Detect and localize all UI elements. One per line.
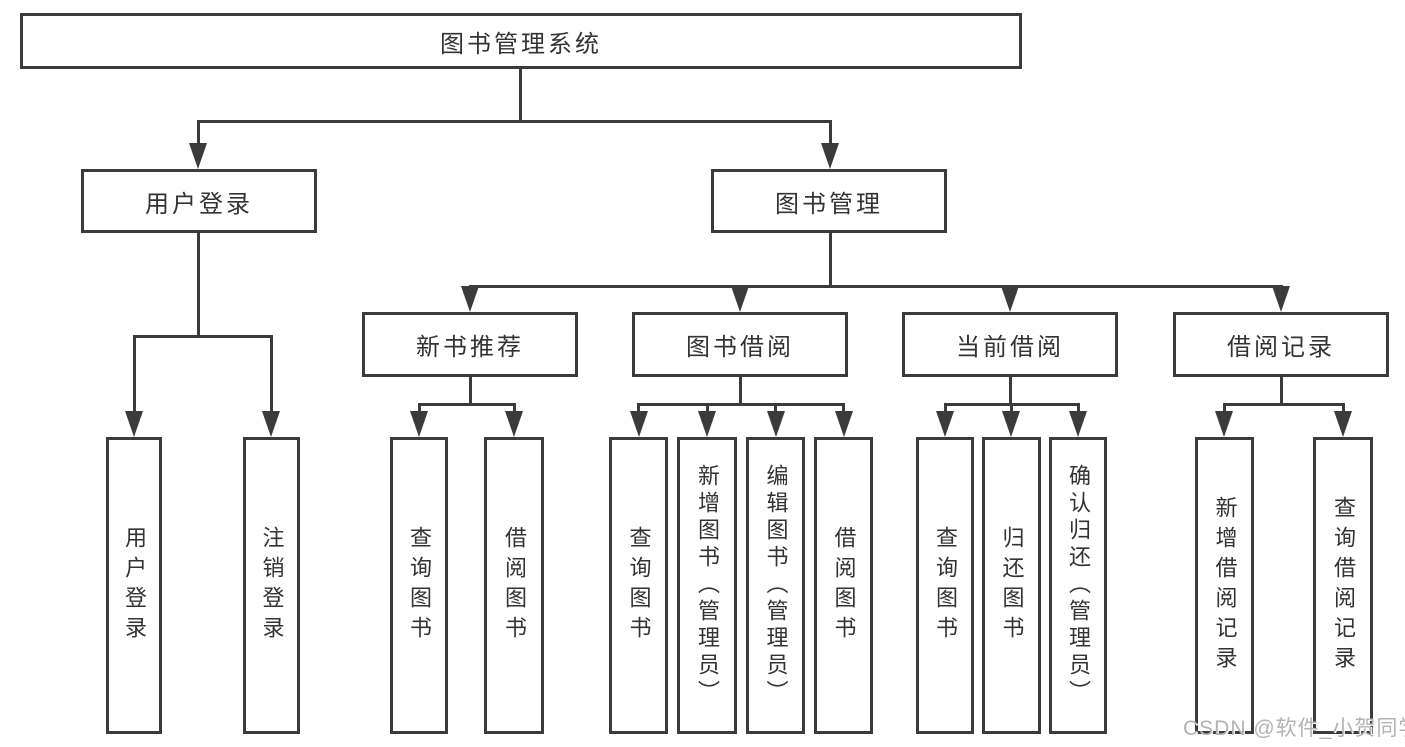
connector-line [637, 403, 640, 413]
node-leaf-user-login-label: 用户登录 [122, 525, 147, 646]
node-leaf-query-books-1: 查询图书 [390, 437, 448, 734]
arrow-down-icon [125, 411, 143, 437]
node-new-book-recommend: 新书推荐 [362, 312, 578, 377]
connector-line [705, 403, 709, 413]
connector-line [132, 335, 273, 338]
connector-line [1341, 403, 1345, 413]
connector-line [637, 403, 845, 406]
node-leaf-query-books-2-label: 查询图书 [626, 525, 652, 646]
node-user-login: 用户登录 [81, 169, 317, 233]
watermark: CSDN @软件_小贺同学 [1183, 717, 1405, 740]
connector-line [417, 403, 516, 406]
node-leaf-borrow-books-1-label: 借阅图书 [502, 525, 527, 646]
node-leaf-add-book-admin: 新增图书（管理员） [677, 437, 737, 734]
connector-line [518, 69, 522, 123]
arrow-down-icon [1272, 286, 1290, 312]
arrow-down-icon [410, 411, 428, 437]
node-leaf-query-borrow-record-label: 查询借阅记录 [1331, 495, 1356, 676]
connector-line [417, 403, 421, 413]
arrow-down-icon [698, 411, 716, 437]
arrow-down-icon [262, 411, 280, 437]
arrow-down-icon [189, 143, 207, 169]
node-borrowing-records: 借阅记录 [1173, 312, 1389, 377]
node-new-book-recommend-label: 新书推荐 [416, 334, 524, 361]
node-leaf-borrow-books-2: 借阅图书 [814, 437, 873, 734]
node-root-label: 图书管理系统 [440, 30, 602, 58]
node-leaf-return-books-label: 归还图书 [999, 525, 1025, 646]
node-book-borrowing-label: 图书借阅 [686, 334, 794, 361]
connector-line [1008, 377, 1012, 406]
connector-line [196, 120, 832, 123]
connector-line [774, 403, 777, 413]
node-leaf-edit-book-admin-label: 编辑图书（管理员） [763, 464, 789, 707]
node-leaf-borrow-books-2-label: 借阅图书 [831, 525, 857, 646]
connector-line [738, 377, 742, 406]
node-leaf-confirm-return-admin-label: 确认归还（管理员） [1066, 464, 1091, 707]
connector-line [842, 403, 845, 413]
arrow-down-icon [629, 411, 648, 437]
arrow-down-icon [1069, 411, 1087, 437]
arrow-down-icon [1215, 411, 1233, 437]
arrow-down-icon [505, 411, 523, 437]
arrow-down-icon [936, 411, 954, 437]
node-book-management-label: 图书管理 [775, 190, 883, 218]
connector-line [468, 377, 472, 406]
node-leaf-add-borrow-record: 新增借阅记录 [1195, 437, 1254, 734]
connector-line [196, 120, 200, 146]
node-leaf-add-borrow-record-label: 新增借阅记录 [1212, 495, 1238, 676]
node-leaf-query-books-1-label: 查询图书 [407, 525, 432, 646]
arrow-down-icon [766, 411, 785, 437]
node-leaf-logout-label: 注销登录 [259, 525, 285, 646]
node-leaf-query-books-2: 查询图书 [609, 437, 668, 734]
connector-line [1009, 403, 1013, 413]
connector-line [512, 403, 516, 413]
connector-line [468, 285, 1283, 288]
arrow-down-icon [834, 411, 853, 437]
arrow-down-icon [1001, 286, 1019, 312]
node-current-borrowing-label: 当前借阅 [956, 334, 1064, 361]
node-borrowing-records-label: 借阅记录 [1227, 334, 1335, 361]
node-leaf-edit-book-admin: 编辑图书（管理员） [746, 437, 805, 734]
connector-line [132, 335, 136, 414]
node-leaf-query-books-3-label: 查询图书 [933, 525, 958, 646]
connector-line [269, 335, 273, 414]
node-current-borrowing: 当前借阅 [902, 312, 1118, 377]
arrow-down-icon [1334, 411, 1352, 437]
node-book-borrowing: 图书借阅 [632, 312, 848, 377]
node-book-management: 图书管理 [711, 169, 947, 233]
arrow-down-icon [731, 286, 749, 312]
connector-line [828, 120, 832, 146]
connector-line [1279, 377, 1283, 406]
node-root: 图书管理系统 [20, 13, 1022, 69]
connector-line [1222, 403, 1226, 413]
node-leaf-return-books: 归还图书 [982, 437, 1041, 734]
node-leaf-borrow-books-1: 借阅图书 [484, 437, 544, 734]
arrow-down-icon [1002, 411, 1020, 437]
connector-line [1076, 403, 1080, 413]
node-leaf-user-login: 用户登录 [106, 437, 162, 734]
connector-line [196, 233, 200, 338]
arrow-down-icon [461, 286, 479, 312]
node-leaf-logout: 注销登录 [243, 437, 300, 734]
node-user-login-label: 用户登录 [145, 190, 253, 218]
connector-line [828, 233, 832, 288]
connector-line [943, 403, 947, 413]
node-leaf-confirm-return-admin: 确认归还（管理员） [1049, 437, 1107, 734]
arrow-down-icon [821, 143, 839, 169]
node-leaf-query-borrow-record: 查询借阅记录 [1313, 437, 1373, 734]
node-leaf-add-book-admin-label: 新增图书（管理员） [695, 464, 720, 707]
node-leaf-query-books-3: 查询图书 [916, 437, 974, 734]
connector-line [1222, 403, 1345, 406]
